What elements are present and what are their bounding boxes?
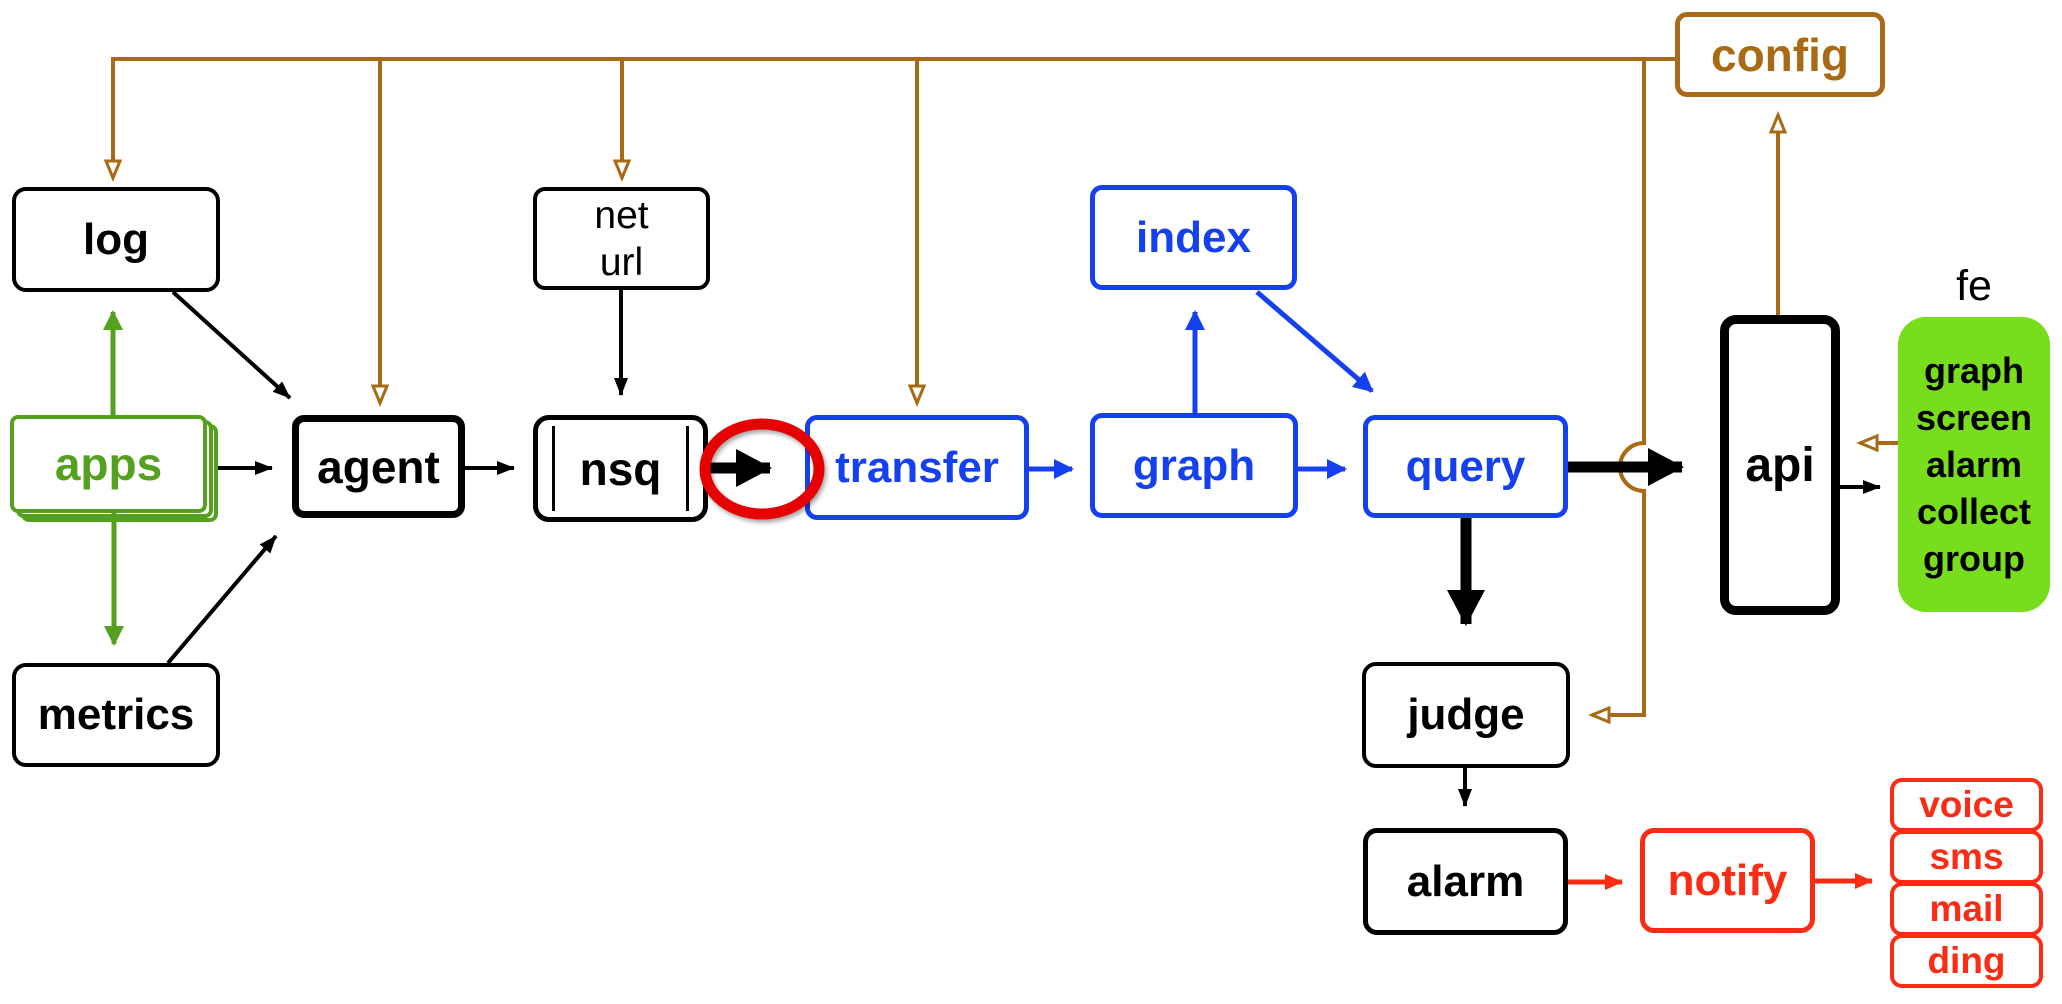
channel-label: mail: [1929, 888, 2004, 929]
node-agent[interactable]: agent: [292, 415, 465, 518]
node-index[interactable]: index: [1090, 185, 1297, 290]
node-net-url-line1: net: [594, 193, 649, 237]
node-config[interactable]: config: [1675, 12, 1885, 97]
node-net-url[interactable]: net url: [533, 187, 710, 290]
node-query[interactable]: query: [1363, 415, 1568, 518]
fe-item: collect: [1916, 491, 2032, 532]
channel-label: voice: [1919, 784, 2014, 825]
node-apps-label: apps: [54, 438, 163, 490]
node-config-label: config: [1711, 28, 1849, 81]
node-index-label: index: [1136, 212, 1251, 262]
node-transfer[interactable]: transfer: [805, 415, 1029, 520]
node-channel-mail[interactable]: mail: [1890, 882, 2043, 936]
fe-item: alarm: [1925, 444, 2023, 485]
node-log-label: log: [83, 214, 149, 264]
nsq-left-divider: [552, 426, 555, 511]
fe-item: group: [1923, 538, 2025, 579]
node-judge-label: judge: [1407, 690, 1525, 739]
nsq-right-divider: [686, 426, 689, 511]
node-metrics[interactable]: metrics: [12, 663, 220, 767]
node-nsq[interactable]: nsq: [533, 415, 708, 522]
node-judge[interactable]: judge: [1362, 662, 1570, 768]
node-alarm-label: alarm: [1406, 856, 1525, 906]
channel-label: ding: [1927, 940, 2006, 981]
arrow-log-to-agent: [171, 290, 292, 400]
node-api[interactable]: api: [1720, 315, 1840, 615]
node-transfer-label: transfer: [835, 442, 999, 492]
node-channel-ding[interactable]: ding: [1890, 934, 2043, 988]
config-bus-to-log: [113, 57, 1675, 178]
node-api-label: api: [1745, 438, 1815, 492]
node-channel-sms[interactable]: sms: [1890, 830, 2043, 884]
fe-item: screen: [1915, 397, 2033, 438]
node-net-url-line2: url: [599, 240, 644, 284]
node-notify-label: notify: [1667, 855, 1788, 905]
config-stem-judge: [1592, 59, 1646, 715]
node-apps[interactable]: apps: [10, 415, 207, 513]
arrow-metrics-to-agent: [166, 534, 278, 665]
node-graph-label: graph: [1132, 440, 1256, 490]
fe-item: graph: [1923, 350, 2024, 391]
node-query-label: query: [1405, 441, 1526, 491]
highlight-circle: [699, 418, 825, 520]
node-fe[interactable]: graph screen alarm collect group: [1898, 317, 2050, 612]
node-alarm[interactable]: alarm: [1363, 828, 1568, 935]
node-agent-label: agent: [317, 440, 440, 493]
node-log[interactable]: log: [12, 187, 220, 292]
fe-title: fe: [1898, 260, 2050, 312]
fe-title-label: fe: [1956, 261, 1992, 310]
node-graph[interactable]: graph: [1090, 413, 1298, 518]
channel-label: sms: [1929, 836, 2004, 877]
node-channel-voice[interactable]: voice: [1890, 778, 2043, 832]
node-notify[interactable]: notify: [1640, 828, 1815, 933]
node-nsq-label: nsq: [579, 442, 662, 495]
arrow-index-to-query: [1255, 290, 1374, 393]
node-metrics-label: metrics: [37, 690, 195, 739]
